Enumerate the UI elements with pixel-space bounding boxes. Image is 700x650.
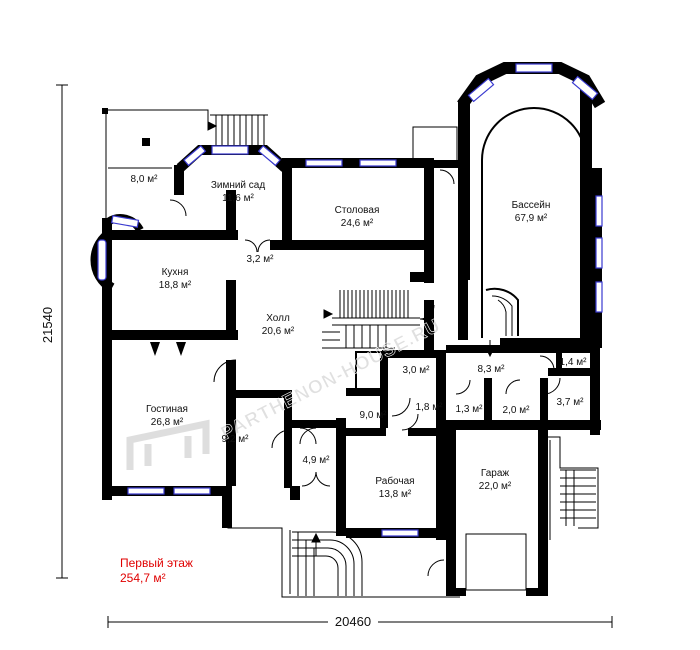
room-winter-garden-name: Зимний сад bbox=[211, 180, 266, 191]
terrace-stairs bbox=[210, 114, 268, 145]
garage-stairs bbox=[560, 469, 596, 526]
room-closet-a-area: 3,2 м² bbox=[247, 254, 275, 265]
room-shower: 3,7 м² bbox=[557, 397, 585, 408]
room-terrace: 8,0 м² bbox=[131, 174, 159, 185]
room-wc-a: 1,4 м² bbox=[560, 357, 588, 368]
room-living-area: 26,8 м² bbox=[151, 417, 184, 428]
room-labels: 8,0 м² Зимний сад 11,6 м² Столовая 24,6 … bbox=[131, 174, 588, 500]
room-study-area: 13,8 м² bbox=[379, 489, 412, 500]
dimension-height: 21540 bbox=[40, 307, 55, 343]
room-garage-area: 22,0 м² bbox=[479, 481, 512, 492]
room-dining-name: Столовая bbox=[335, 205, 380, 216]
walls bbox=[102, 90, 602, 596]
room-hallway: 9,0 м² bbox=[360, 410, 388, 421]
room-boiler-area: 9,2 м² bbox=[222, 434, 250, 445]
porch-stairs bbox=[292, 531, 363, 596]
room-closet-b: 3,0 м² bbox=[403, 365, 431, 376]
floor-name: Первый этаж bbox=[120, 556, 193, 570]
windows bbox=[97, 63, 603, 537]
room-closet-b-area: 3,0 м² bbox=[403, 365, 431, 376]
room-hall-area: 20,6 м² bbox=[262, 326, 295, 337]
room-closet-e: 2,0 м² bbox=[503, 405, 531, 416]
room-study: Рабочая 13,8 м² bbox=[375, 475, 414, 500]
living-columns bbox=[142, 138, 186, 356]
room-terrace-area: 8,0 м² bbox=[131, 174, 159, 185]
room-winter-garden: Зимний сад 11,6 м² bbox=[211, 180, 266, 204]
room-hall-name: Холл bbox=[266, 313, 290, 324]
room-kitchen: Кухня 18,8 м² bbox=[159, 267, 192, 291]
room-garage: Гараж 22,0 м² bbox=[479, 468, 512, 492]
room-closet-a: 3,2 м² bbox=[247, 254, 275, 265]
room-living: Гостиная 26,8 м² bbox=[146, 404, 188, 428]
room-pool-area: 67,9 м² bbox=[515, 213, 548, 224]
room-pool-name: Бассейн bbox=[512, 200, 551, 211]
room-closet-c: 1,8 м² bbox=[416, 402, 444, 413]
room-study-name: Рабочая bbox=[375, 475, 414, 487]
dimension-width-backdrop bbox=[328, 613, 378, 629]
outline-lines bbox=[105, 109, 599, 598]
room-living-name: Гостиная bbox=[146, 404, 188, 415]
room-kitchen-name: Кухня bbox=[162, 267, 189, 278]
room-closet-d: 1,3 м² bbox=[456, 404, 484, 415]
floor-area: 254,7 м² bbox=[120, 571, 166, 585]
room-wc-a-area: 1,4 м² bbox=[560, 357, 588, 368]
dimension-width: 20460 bbox=[335, 614, 371, 629]
room-vestibule: 4,9 м² bbox=[303, 455, 331, 466]
room-dining-area: 24,6 м² bbox=[341, 218, 374, 229]
room-hallway-area: 9,0 м² bbox=[360, 410, 388, 421]
room-corridor: 8,3 м² bbox=[478, 364, 506, 375]
room-closet-e-area: 2,0 м² bbox=[503, 405, 531, 416]
room-garage-name: Гараж bbox=[481, 468, 510, 479]
room-boiler: 9,2 м² bbox=[222, 434, 250, 445]
room-vestibule-area: 4,9 м² bbox=[303, 455, 331, 466]
watermark-logo bbox=[126, 419, 210, 470]
room-closet-c-area: 1,8 м² bbox=[416, 402, 444, 413]
room-pool: Бассейн 67,9 м² bbox=[512, 200, 551, 224]
room-closet-d-area: 1,3 м² bbox=[456, 404, 484, 415]
room-hall: Холл 20,6 м² bbox=[262, 313, 295, 337]
door-swings bbox=[169, 169, 561, 577]
room-winter-garden-area: 11,6 м² bbox=[222, 193, 254, 204]
direction-arrows bbox=[207, 121, 495, 556]
room-shower-area: 3,7 м² bbox=[557, 397, 585, 408]
hall-stairs bbox=[322, 290, 420, 349]
room-kitchen-area: 18,8 м² bbox=[159, 280, 192, 291]
room-corridor-area: 8,3 м² bbox=[478, 364, 506, 375]
room-dining: Столовая 24,6 м² bbox=[335, 205, 380, 229]
